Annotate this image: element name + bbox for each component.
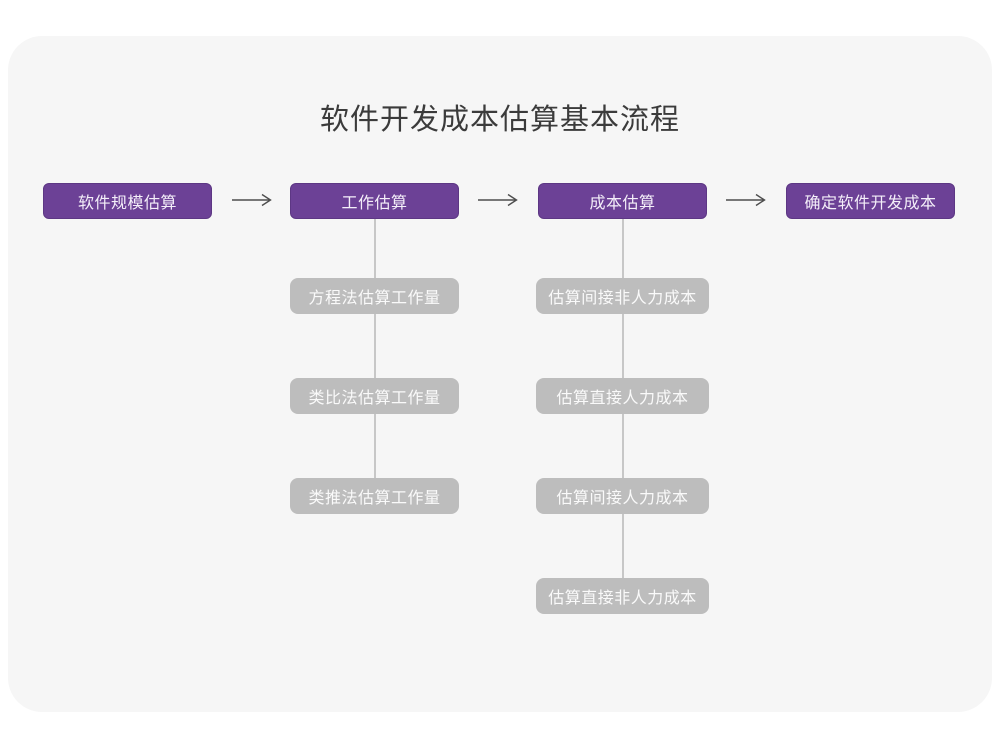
node-label: 估算直接人力成本	[556, 390, 689, 407]
arrow-right-icon	[232, 193, 272, 207]
node-indirect-non-labor-cost: 估算间接非人力成本	[536, 278, 709, 314]
node-label: 估算间接人力成本	[556, 490, 689, 507]
node-label: 估算间接非人力成本	[548, 290, 697, 307]
diagram-canvas	[8, 36, 992, 712]
node-label: 类比法估算工作量	[308, 390, 441, 407]
node-label: 方程法估算工作量	[308, 290, 441, 307]
node-analogy-method: 类比法估算工作量	[290, 378, 459, 414]
page-title: 软件开发成本估算基本流程	[319, 104, 680, 136]
node-direct-labor-cost: 估算直接人力成本	[536, 378, 709, 414]
node-final-dev-cost: 确定软件开发成本	[786, 183, 955, 219]
node-size-estimation: 软件规模估算	[43, 183, 212, 219]
node-cost-estimation: 成本估算	[538, 183, 707, 219]
node-label: 工作估算	[341, 195, 408, 212]
node-direct-non-labor-cost: 估算直接非人力成本	[536, 578, 709, 614]
arrow-right-icon	[478, 193, 518, 207]
node-effort-estimation: 工作估算	[290, 183, 459, 219]
connector-line-work	[374, 219, 376, 481]
node-equation-method: 方程法估算工作量	[290, 278, 459, 314]
node-label: 确定软件开发成本	[804, 195, 937, 212]
arrow-right-icon	[726, 193, 766, 207]
node-label: 类推法估算工作量	[308, 490, 441, 507]
node-label: 估算直接非人力成本	[548, 590, 697, 607]
node-label: 软件规模估算	[77, 195, 177, 212]
node-label: 成本估算	[589, 195, 656, 212]
node-extrapolation-method: 类推法估算工作量	[290, 478, 459, 514]
node-indirect-labor-cost: 估算间接人力成本	[536, 478, 709, 514]
